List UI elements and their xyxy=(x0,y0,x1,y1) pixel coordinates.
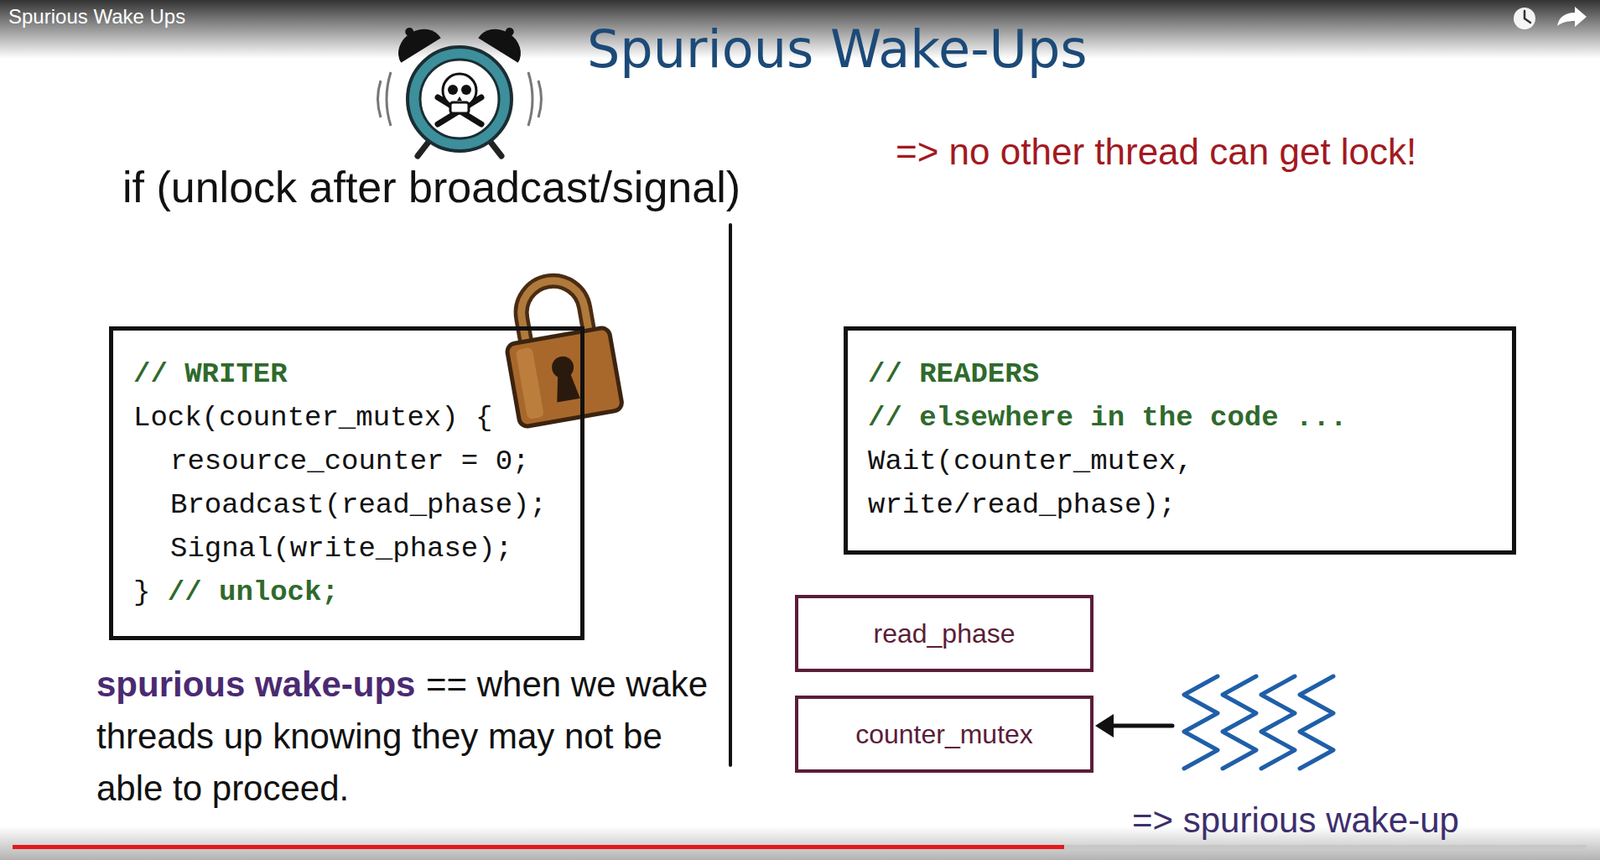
code-text: // WRITER xyxy=(133,358,288,390)
clock-icon xyxy=(1513,7,1536,30)
text-line: // READERS xyxy=(867,352,1347,396)
code-text: Lock(counter_mutex) { xyxy=(133,401,493,434)
code-box: // READERS // elsewhere in the code ... Wa… xyxy=(843,326,1517,555)
term-text: spurious wake-ups xyxy=(96,664,416,704)
text-line: Signal(write_phase); xyxy=(133,526,547,571)
condition-note: if (unlock after broadcast/signal) xyxy=(122,161,741,213)
text-block: // READERS // elsewhere in the code ... Wa… xyxy=(867,352,1347,527)
video-title: Spurious Wake Ups xyxy=(8,5,186,30)
text-block: // WRITER Lock(counter_mutex) { resource_c… xyxy=(133,352,547,614)
text-line: // WRITER xyxy=(133,352,547,396)
code-text: // unlock; xyxy=(167,576,339,608)
code-text: // elsewhere in the code ... xyxy=(867,401,1347,434)
code-text: Signal(write_phase); xyxy=(170,532,513,565)
progress-bar xyxy=(12,844,1587,849)
share-icon xyxy=(1557,6,1587,27)
padlock xyxy=(496,272,624,428)
mutex-box: counter_mutex xyxy=(794,695,1094,773)
alarm-clock xyxy=(378,15,542,156)
text-line: Wait(counter_mutex, xyxy=(867,439,1347,484)
pointer-arrow xyxy=(1095,713,1173,738)
text-block: read_phase xyxy=(872,616,1015,650)
text-line: // elsewhere in the code ... xyxy=(867,395,1347,440)
definition-note: spurious wake-ups== when we wake threads… xyxy=(96,658,717,815)
result-note: => spurious wake-up xyxy=(1132,799,1460,842)
code-text: write/read_phase); xyxy=(867,488,1176,521)
variable-name: read_phase xyxy=(872,618,1015,649)
text-line: write/read_phase); xyxy=(867,483,1347,527)
code-text: Wait(counter_mutex, xyxy=(867,445,1194,478)
text-line: Lock(counter_mutex) { xyxy=(133,395,547,440)
code-box: // WRITER Lock(counter_mutex) { resource_c… xyxy=(109,326,585,640)
title-text: Spurious Wake-Ups xyxy=(587,18,1088,81)
divider-line xyxy=(728,224,733,765)
code-text: resource_counter = 0; xyxy=(170,445,530,478)
text-line: } // unlock; xyxy=(133,570,547,614)
text-block: counter_mutex xyxy=(855,716,1034,751)
text-line: read_phase xyxy=(872,616,1015,650)
variable-name: counter_mutex xyxy=(855,718,1034,749)
text-line: counter_mutex xyxy=(855,716,1034,751)
condition-variable-box: read_phase xyxy=(794,594,1094,672)
code-text: Broadcast(read_phase); xyxy=(170,488,547,521)
code-text: // READERS xyxy=(867,358,1039,390)
text-line: resource_counter = 0; xyxy=(133,439,547,484)
code-text: } xyxy=(133,576,151,608)
text-line: Broadcast(read_phase); xyxy=(133,483,547,527)
warning-note: => no other thread can get lock! xyxy=(895,129,1417,175)
waiting-threads xyxy=(1184,675,1334,769)
